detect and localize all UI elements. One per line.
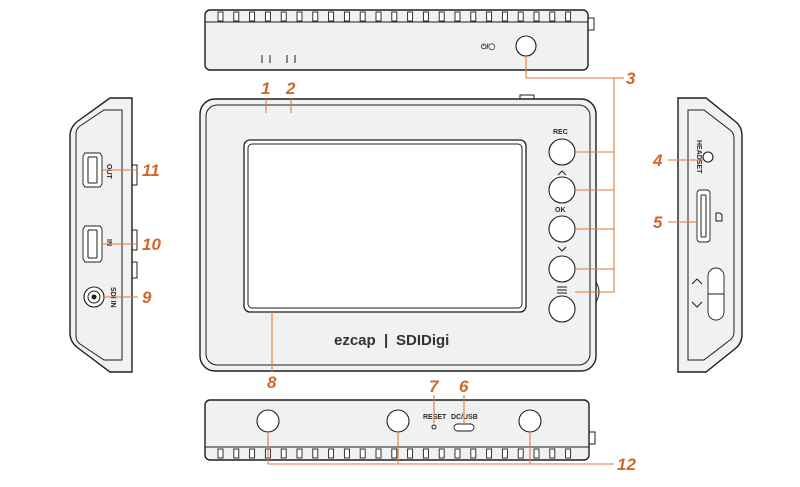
vent-slot [328, 448, 335, 459]
brand-sdidigi: SDIDigi [396, 332, 449, 349]
callout-numbers: 1 2 3 4 5 6 7 8 9 10 11 12 [142, 69, 663, 474]
rec-label: REC [553, 129, 568, 136]
power-button[interactable] [515, 35, 537, 57]
hdmi-in-label: IN [105, 239, 112, 246]
sd-card-icon [715, 212, 723, 222]
reset-label: RESET [423, 414, 447, 421]
bottom-view: RESET DC/USB [204, 399, 596, 461]
vent-slot [328, 11, 335, 22]
headset-jack [702, 151, 714, 163]
vent-slot [249, 11, 256, 22]
vent-slot [280, 448, 287, 459]
left-side-view: OUT IN SDI IN [69, 97, 138, 373]
sd-card-slot[interactable] [696, 189, 711, 243]
vent-slot [264, 11, 271, 22]
hdmi-out-port [82, 152, 103, 188]
top-view: ⏻/◯ [204, 9, 595, 71]
vent-slot [312, 11, 319, 22]
hdmi-in-port [82, 225, 103, 263]
chevron-down-icon [691, 301, 703, 308]
top-vent-slots [217, 11, 572, 22]
menu-icon [557, 286, 567, 294]
foot-left [256, 409, 280, 433]
callout-6: 6 [459, 377, 469, 396]
vent-slot [296, 11, 303, 22]
vent-slot [454, 11, 461, 22]
vent-slot [454, 448, 461, 459]
vent-slot [438, 448, 445, 459]
callout-11: 11 [142, 161, 160, 180]
leader-lines [102, 56, 703, 465]
vent-slot [470, 11, 477, 22]
hdmi-out-label: OUT [105, 164, 112, 180]
callout-3: 3 [626, 69, 636, 88]
vent-slot [422, 11, 429, 22]
ok-label: OK [555, 207, 566, 214]
vent-slot [375, 448, 382, 459]
vent-slot [549, 11, 556, 22]
chevron-up-icon [557, 170, 567, 176]
vent-slot [438, 11, 445, 22]
vent-slot [486, 11, 493, 22]
callout-4: 4 [652, 151, 663, 170]
callout-2: 2 [285, 79, 296, 98]
callout-10: 10 [142, 235, 161, 254]
callout-8: 8 [267, 373, 277, 392]
callout-1: 1 [261, 79, 270, 98]
vent-slot [501, 448, 508, 459]
right-side-view: HEADSET [677, 97, 743, 373]
vent-slot [296, 448, 303, 459]
up-button[interactable] [548, 176, 576, 204]
vent-slot [517, 11, 524, 22]
vent-slot [280, 11, 287, 22]
lcd-screen [243, 139, 527, 313]
vent-slot [233, 448, 240, 459]
vent-slot [501, 11, 508, 22]
dc-usb-port [453, 423, 475, 432]
vent-slot [565, 11, 572, 22]
vent-slot [359, 448, 366, 459]
vent-slot [517, 448, 524, 459]
foot-center [386, 409, 410, 433]
vent-slot [343, 448, 350, 459]
callout-7: 7 [429, 377, 440, 396]
vent-slot [249, 448, 256, 459]
callout-9: 9 [142, 288, 152, 307]
rec-button[interactable] [548, 138, 576, 166]
chevron-down-icon [557, 246, 567, 252]
vent-slot [217, 448, 224, 459]
vent-slot [486, 448, 493, 459]
vent-slot [391, 448, 398, 459]
chevron-up-icon [691, 278, 703, 285]
vent-slot [375, 11, 382, 22]
vent-slot [533, 448, 540, 459]
vent-slot [533, 11, 540, 22]
vent-slot [407, 11, 414, 22]
callout-12: 12 [617, 455, 636, 474]
headset-label: HEADSET [695, 140, 702, 174]
down-button[interactable] [548, 255, 576, 283]
vent-slot [422, 448, 429, 459]
brand-ezcap: ezcap [334, 332, 376, 349]
foot-right [518, 409, 542, 433]
vent-slot [407, 448, 414, 459]
vent-slot [565, 448, 572, 459]
vent-slot [470, 448, 477, 459]
reset-pinhole[interactable] [431, 424, 437, 430]
vent-slot [391, 11, 398, 22]
front-view: REC OK ezcap | SDIDigi [199, 94, 600, 372]
brand-separator: | [384, 332, 388, 349]
power-label: ⏻/◯ [481, 43, 495, 51]
ok-button[interactable] [548, 215, 576, 243]
callout-5: 5 [653, 213, 663, 232]
vent-slot [312, 448, 319, 459]
vent-slot [343, 11, 350, 22]
vent-slot [233, 11, 240, 22]
vent-slot [549, 448, 556, 459]
vent-slot [359, 11, 366, 22]
menu-button[interactable] [548, 295, 576, 323]
vent-slot [217, 11, 224, 22]
